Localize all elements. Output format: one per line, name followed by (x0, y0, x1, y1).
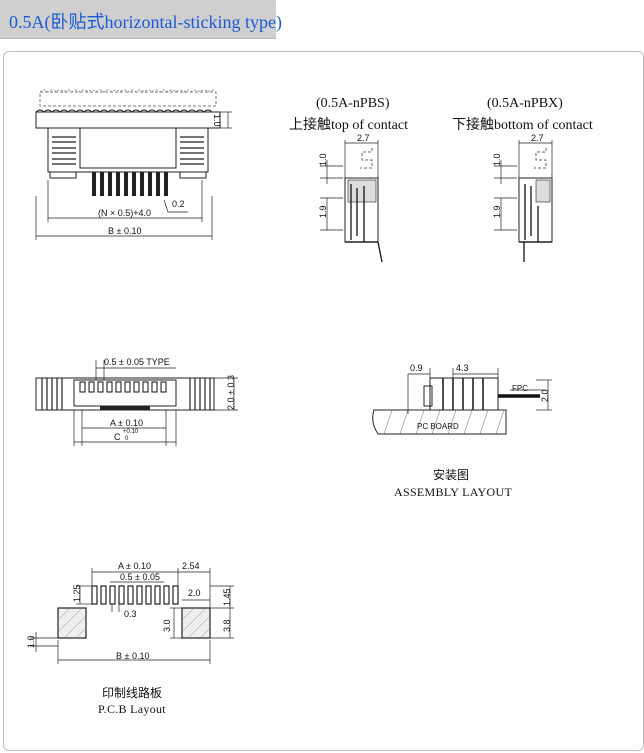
pbs-dim-2: 1.9 (318, 205, 328, 218)
pbs-side-view (320, 140, 383, 263)
front-height-dim: 2.0 ± 0.3 (226, 375, 236, 410)
pcb-30-dim: 3.0 (162, 619, 172, 632)
pbx-title: (0.5A-nPBX) (487, 96, 563, 111)
pcb-caption-en: P.C.B Layout (98, 702, 166, 716)
assembly-drawing (372, 368, 552, 435)
pcb-20-dim: 2.0 (188, 588, 201, 598)
pcb-pitch-dim: 0.5 ± 0.05 (120, 572, 160, 582)
assembly-board-label: PC BOARD (417, 422, 459, 431)
assembly-dim-3: 2.0 (540, 389, 550, 402)
header-title: 0.5A(卧贴式horizontal-sticking type) (9, 12, 282, 32)
front-a-dim: A ± 0.10 (110, 418, 143, 428)
front-c-dim: C (114, 432, 121, 442)
front-view-drawing (35, 360, 238, 446)
pbx-subtitle: 下接触bottom of contact (452, 118, 593, 133)
pbx-dim-1: 1.0 (492, 153, 502, 166)
assembly-caption-cn: 安装图 (433, 468, 470, 482)
pbx-side-view (494, 140, 553, 262)
top-view-b-dim: B ± 0.10 (108, 226, 142, 236)
assembly-fpc-label: FPC (512, 384, 528, 393)
front-c-tol-upper: +0.10 (123, 429, 139, 435)
pcb-254-dim: 2.54 (182, 561, 200, 571)
pbs-width-dim: 2.7 (357, 133, 370, 143)
pbx-width-dim: 2.7 (531, 133, 544, 143)
pcb-10-dim: 1.0 (26, 635, 36, 648)
assembly-caption-en: ASSEMBLY LAYOUT (394, 485, 513, 499)
page-header: 0.5A(卧贴式horizontal-sticking type) (0, 0, 282, 39)
front-type-dim: 0.5 ± 0.05 TYPE (104, 357, 170, 367)
top-view-pitch-dim: 0.2 (172, 199, 185, 209)
top-view-drawing (35, 89, 232, 240)
pbs-subtitle: 上接触top of contact (289, 118, 408, 133)
pcb-a-dim: A ± 0.10 (118, 561, 151, 571)
pcb-layout-drawing (30, 568, 234, 664)
pcb-125-dim: 1.25 (72, 584, 82, 602)
assembly-dim-2: 4.3 (456, 363, 469, 373)
front-c-tol-lower: 0 (125, 436, 129, 442)
pcb-38-dim: 3.8 (222, 619, 232, 632)
top-view-n-dim: (N × 0.5)+4.0 (98, 208, 152, 218)
pbs-dim-1: 1.0 (318, 153, 328, 166)
top-view-height-dim: 1.0 (212, 114, 222, 127)
pbs-title: (0.5A-nPBS) (316, 96, 390, 111)
pcb-145-dim: 1.45 (222, 588, 232, 606)
assembly-dim-1: 0.9 (410, 363, 423, 373)
pcb-03-dim: 0.3 (124, 609, 137, 619)
pbx-dim-2: 1.9 (492, 205, 502, 218)
pcb-caption-cn: 印制线路板 (102, 686, 163, 700)
pcb-b-dim: B ± 0.10 (116, 651, 150, 661)
